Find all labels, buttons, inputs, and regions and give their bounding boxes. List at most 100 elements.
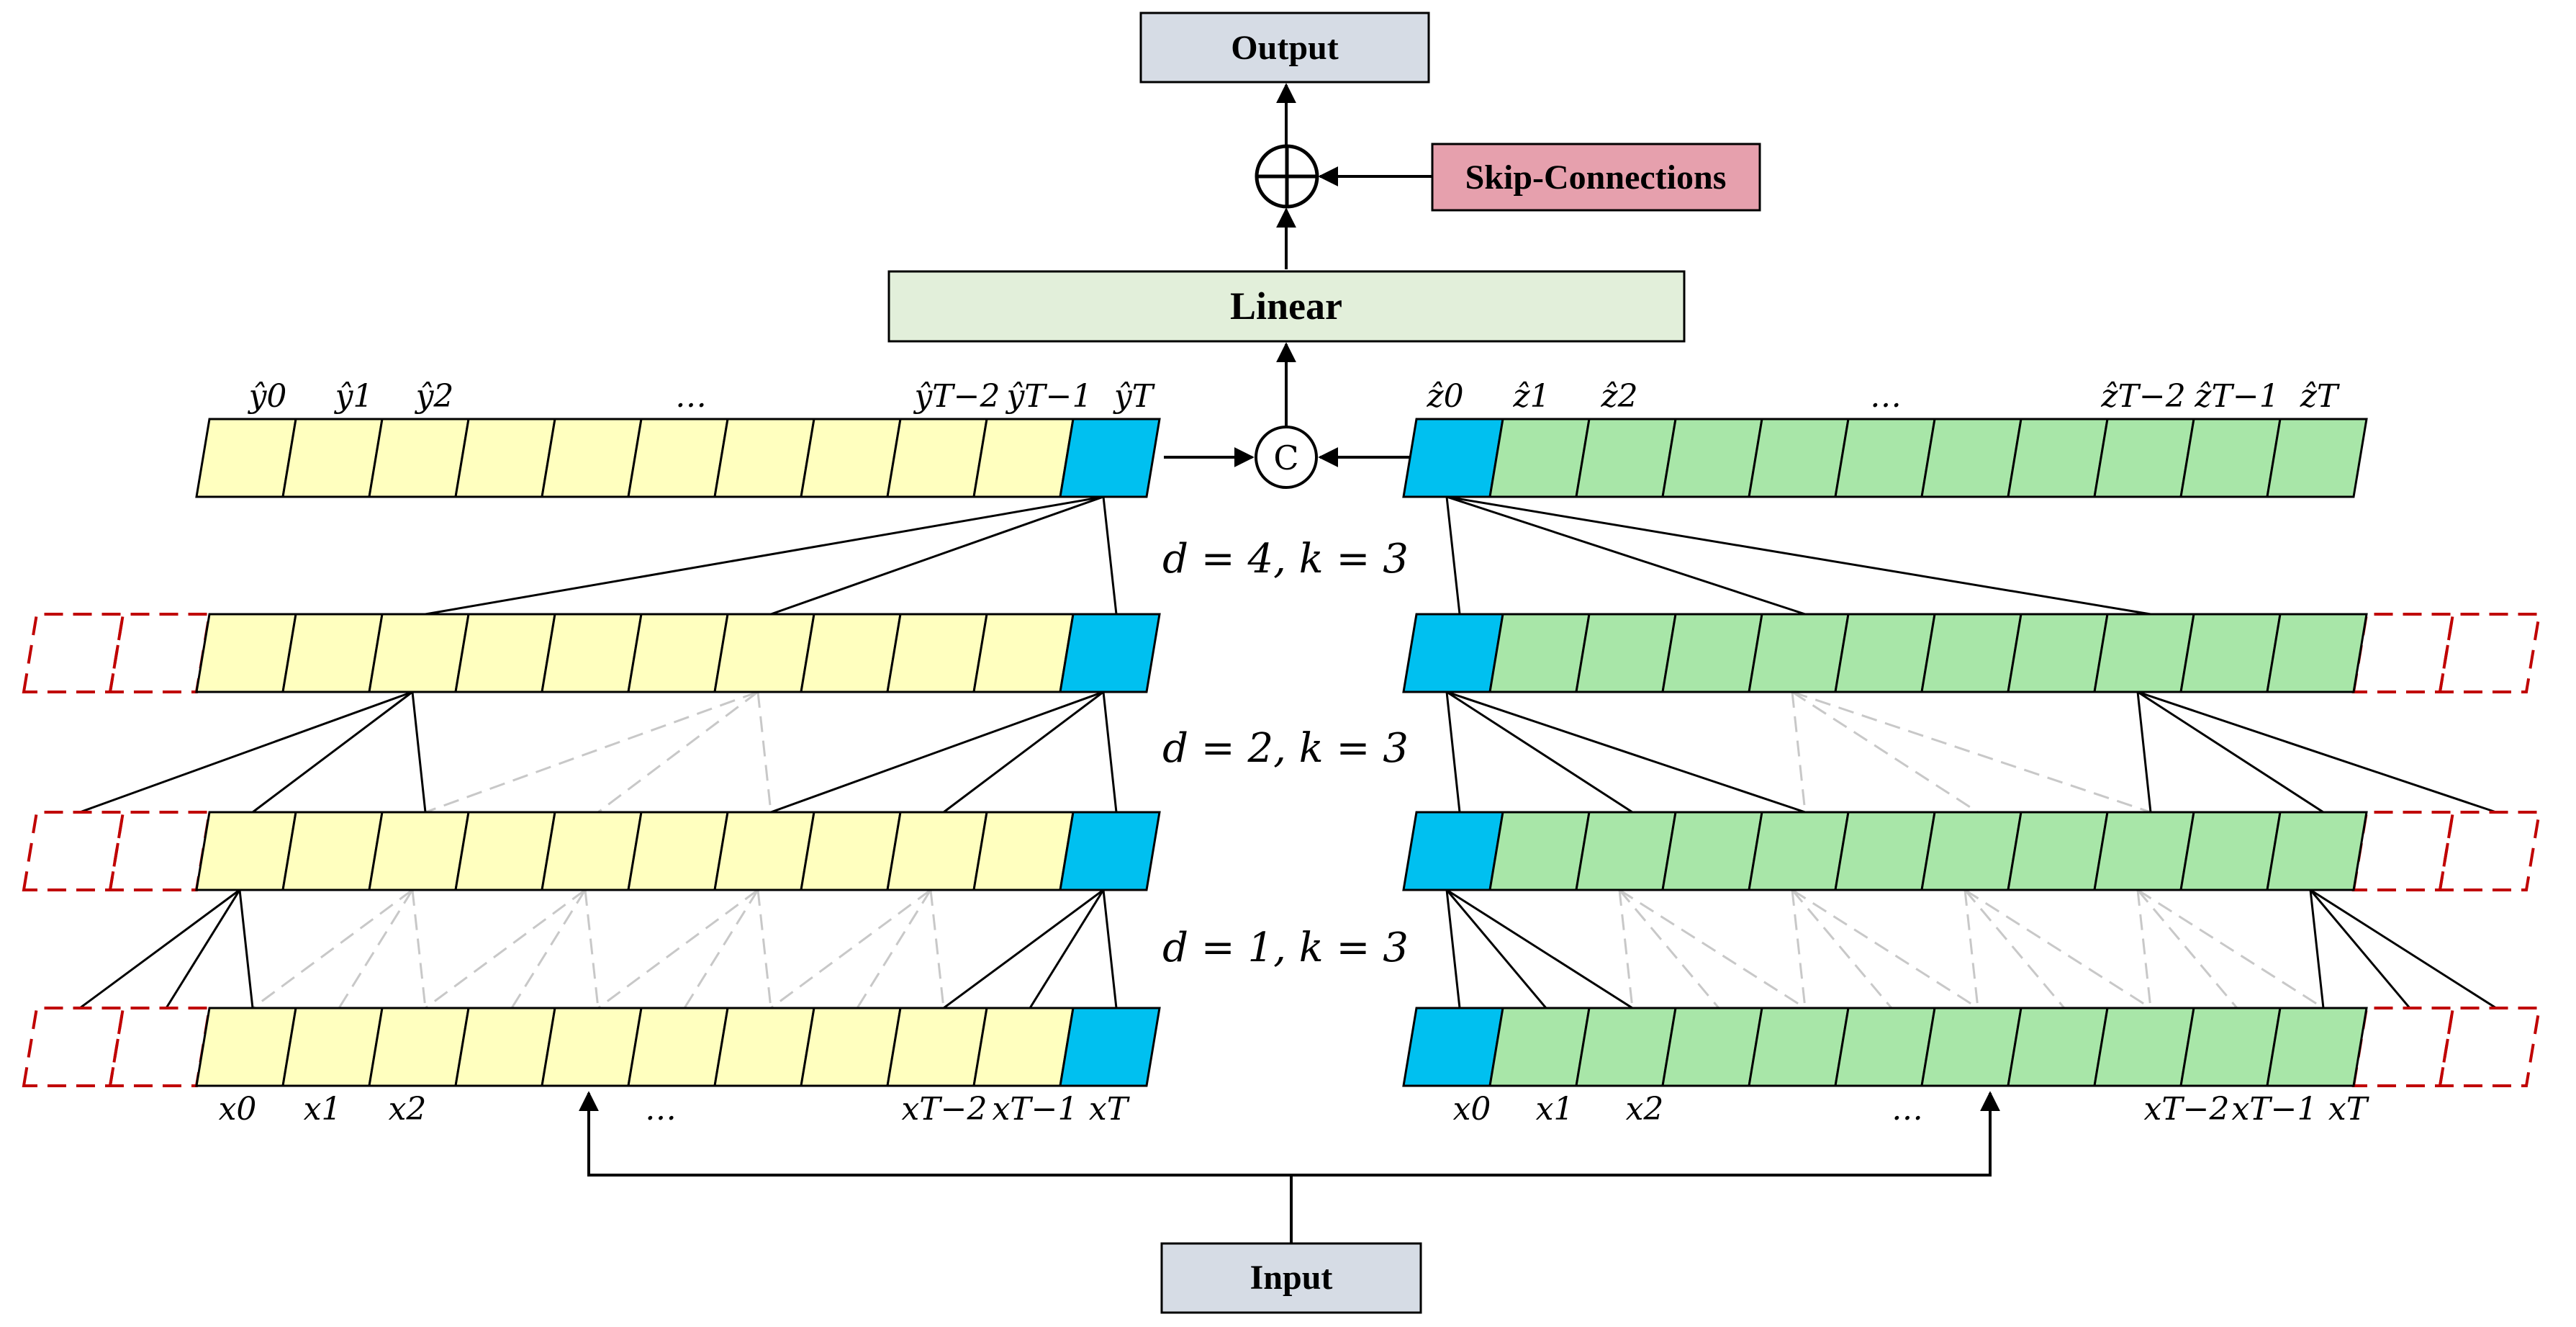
right-d4-connection (1446, 495, 1806, 616)
left-row-input-cell (195, 1007, 297, 1087)
left-row-input-cell (281, 1007, 384, 1087)
left-d2-connection (411, 691, 427, 813)
label-xT-1-right: xT−1 (2231, 1091, 2317, 1128)
right-row-output-cell (1920, 418, 2023, 498)
label-y0: ŷ0 (248, 378, 287, 415)
flow-arrows (579, 83, 2000, 1243)
right-output-labels: ẑ0 ẑ1 ẑ2 … ẑT−2 ẑT−1 ẑT (1426, 378, 2341, 415)
left-d1-inactive-connection (756, 889, 772, 1009)
dilation-label-1: d = 1, k = 3 (1162, 925, 1409, 971)
right-row-input-pad-cell (2438, 1007, 2541, 1087)
label-z2: ẑ2 (1600, 378, 1637, 415)
left-d4-connection (770, 495, 1104, 616)
right-row-output-first-cell (1402, 418, 1504, 498)
label-xT-2-right: xT−2 (2143, 1091, 2229, 1128)
right-row-output-cell (2179, 418, 2282, 498)
right-row-layer3-cell (1920, 613, 2023, 693)
right-row-layer2-pad-cell (2351, 811, 2455, 891)
active-connections (79, 495, 2497, 1009)
left-row-output-cell (541, 418, 643, 498)
left-d1-connection (238, 889, 254, 1009)
left-row-layer2-cell (627, 811, 729, 891)
left-row-input-cell (800, 1007, 902, 1087)
left-d2-connection (770, 691, 1104, 814)
right-row-input-cell (2007, 1007, 2109, 1087)
right-row-layer2-cell (1575, 811, 1677, 891)
concat-node (1255, 426, 1318, 489)
left-row-layer3-last-cell (1059, 613, 1161, 693)
left-d1-inactive-connection (338, 889, 414, 1009)
left-row-input-cell (972, 1007, 1075, 1087)
right-d2-connection (2137, 691, 2324, 814)
left-d2-connection (79, 691, 413, 814)
left-row-output-cell (195, 418, 297, 498)
label-x-ellipsis-right: … (1892, 1091, 1923, 1128)
right-d2-connection (1445, 691, 1461, 813)
right-d2-connection (2137, 691, 2497, 814)
label-yT-2: ŷT−2 (913, 378, 1000, 415)
left-row-input-cell (627, 1007, 729, 1087)
right-row-input-cell (1834, 1007, 1936, 1087)
label-x-ellipsis-left: … (645, 1091, 677, 1128)
right-d2-connection (1446, 691, 1806, 814)
right-d1-inactive-connection (1791, 889, 1807, 1009)
left-d1-inactive-connection (510, 889, 587, 1009)
left-d2-connection (1102, 691, 1118, 813)
right-row-output-cell (1488, 418, 1591, 498)
left-d4-connection (425, 495, 1104, 616)
label-zT-2: ẑT−2 (2100, 378, 2185, 415)
left-row-layer2-last-cell (1059, 811, 1161, 891)
left-row-input-last-cell (1059, 1007, 1161, 1087)
left-d1-inactive-connection (856, 889, 932, 1009)
right-d2-inactive-connection (1791, 691, 2151, 814)
right-row-layer2-cell (1661, 811, 1763, 891)
right-d1-connection (1445, 889, 1547, 1009)
label-z-ellipsis: … (1870, 378, 1902, 415)
label-x1-right: x1 (1536, 1091, 1574, 1128)
right-row-output-cell (1661, 418, 1763, 498)
left-d1-inactive-connection (929, 889, 945, 1009)
right-d1-connection (2309, 889, 2411, 1009)
left-row-layer3-cell (281, 613, 384, 693)
right-d1-inactive-connection (1791, 889, 1979, 1009)
left-row-output-cell (281, 418, 384, 498)
right-row-input-first-cell (1402, 1007, 1504, 1087)
right-d1-inactive-connection (1618, 889, 1720, 1009)
right-d1-inactive-connection (1791, 889, 1893, 1009)
label-y2: ŷ2 (415, 378, 454, 415)
right-row-layer2-cell (2093, 811, 2195, 891)
inactive-connections (252, 691, 2324, 1009)
left-row-input-pad-cell (22, 1007, 125, 1087)
right-row-output-cell (2007, 418, 2109, 498)
cell-rows (195, 418, 2368, 1087)
left-row-layer2-pad-cell (108, 811, 212, 891)
label-zT: ẑT (2300, 378, 2341, 415)
left-d1-connection (1029, 889, 1105, 1009)
left-row-layer3-cell (713, 613, 815, 693)
right-d1-inactive-connection (2136, 889, 2152, 1009)
left-row-input-cell (541, 1007, 643, 1087)
left-d1-connection (79, 889, 240, 1009)
label-z0: ẑ0 (1426, 378, 1463, 415)
left-row-layer3-pad-cell (22, 613, 125, 693)
right-d2-connection (2136, 691, 2152, 813)
left-row-input-cell (454, 1007, 556, 1087)
label-x2-right: x2 (1626, 1091, 1664, 1128)
left-row-output-cell (368, 418, 470, 498)
label-zT-1: ẑT−1 (2194, 378, 2279, 415)
right-d4-connection (1445, 496, 1461, 615)
label-x1-left: x1 (304, 1091, 342, 1128)
right-row-input-cell (2093, 1007, 2195, 1087)
right-d1-inactive-connection (2137, 889, 2324, 1009)
left-row-input-cell (368, 1007, 470, 1087)
left-d2-inactive-connection (756, 691, 772, 813)
left-row-layer3-cell (454, 613, 556, 693)
right-d1-inactive-connection (1619, 889, 1806, 1009)
left-row-layer3-cell (886, 613, 988, 693)
label-xT-2-left: xT−2 (901, 1091, 987, 1128)
left-row-layer3-pad-cell (108, 613, 212, 693)
right-row-layer3-cell (2007, 613, 2109, 693)
left-d1-inactive-connection (411, 889, 427, 1009)
right-d1-connection (1446, 889, 1633, 1009)
left-d2-inactive-connection (425, 691, 759, 814)
